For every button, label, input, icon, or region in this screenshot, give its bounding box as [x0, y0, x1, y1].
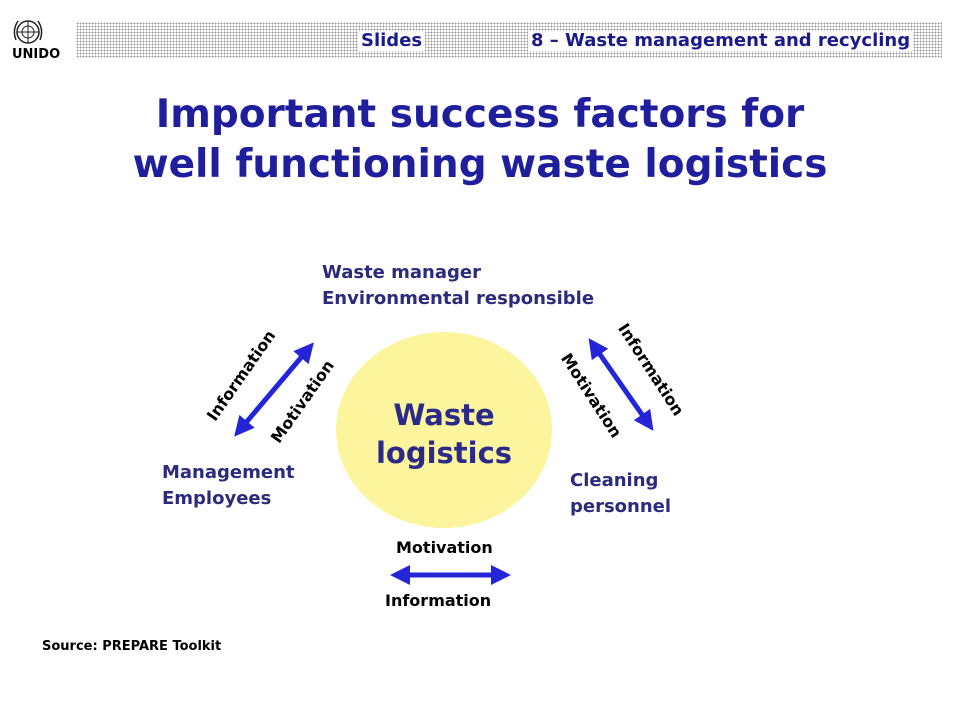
left-arrow [234, 342, 314, 437]
top-node-line-2: Environmental responsible [322, 288, 595, 309]
title-line-2: well functioning waste logistics [132, 142, 828, 187]
right-node: Cleaning personnel [570, 468, 671, 520]
right-arrow [588, 338, 654, 431]
center-label-line-1: Waste [393, 398, 495, 432]
unido-logo: UNIDO [12, 20, 60, 62]
center-circle [336, 332, 552, 528]
top-node: Waste manager Environmental responsible [322, 260, 594, 312]
right-node-line-1: Cleaning [570, 470, 659, 491]
center-label: Waste logistics [336, 396, 552, 472]
top-node-line-1: Waste manager [322, 262, 481, 283]
center-label-line-2: logistics [375, 436, 513, 470]
left-node-line-1: Management [162, 462, 295, 483]
source-note: Source: PREPARE Toolkit [42, 639, 222, 654]
bottom-arrow-information-label: Information [385, 591, 492, 610]
header-topic: 8 – Waste management and recycling [528, 31, 914, 51]
title-line-1: Important success factors for [155, 92, 805, 137]
page-title: Important success factors for well funct… [0, 90, 960, 190]
logo-text: UNIDO [12, 47, 60, 62]
bottom-arrow-motivation-label: Motivation [396, 538, 493, 557]
left-node-line-2: Employees [162, 488, 272, 509]
right-node-line-2: personnel [570, 496, 672, 517]
left-node: Management Employees [162, 460, 295, 512]
header-slides-label: Slides [358, 31, 426, 51]
